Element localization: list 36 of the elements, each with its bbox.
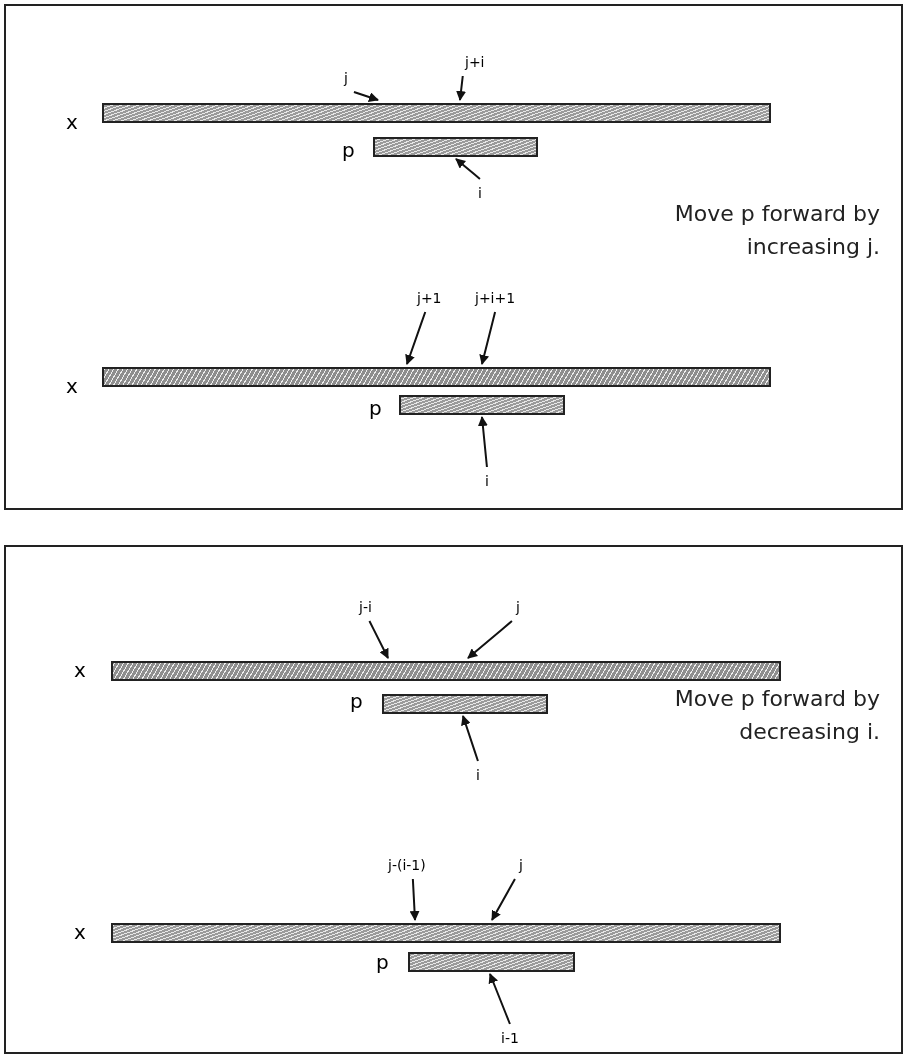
leader-arrow <box>488 973 511 1025</box>
leader-arrow <box>461 715 479 762</box>
leader-arrow <box>456 75 466 101</box>
leader-arrow <box>479 311 497 365</box>
leader-arrow <box>467 620 513 659</box>
pointer-label: j-i <box>358 599 373 615</box>
pointer-label: j <box>343 70 349 86</box>
leader-arrow <box>491 878 516 921</box>
pointer-label: j <box>515 599 521 615</box>
panel-frame <box>4 4 903 510</box>
pointer-label: j+i <box>464 54 486 70</box>
leader-arrow <box>477 416 488 468</box>
pointer-label: i-1 <box>500 1030 520 1046</box>
array-name: x <box>66 376 78 396</box>
array-name: p <box>342 140 355 160</box>
leader-arrow <box>409 878 420 921</box>
array-name: p <box>350 691 363 711</box>
leader-arrow <box>455 158 481 180</box>
pointer-label: i <box>477 185 483 201</box>
array-name: p <box>376 952 389 972</box>
array-name: x <box>66 112 78 132</box>
leader-arrow <box>405 311 427 365</box>
leader-arrow <box>368 620 389 659</box>
array-name: x <box>74 922 86 942</box>
panel-frame <box>4 545 903 1054</box>
note-text: Move p forward by increasing j. <box>673 200 880 261</box>
array-name: p <box>369 398 382 418</box>
array-name: x <box>74 660 86 680</box>
pointer-label: i <box>475 767 481 783</box>
pointer-label: j+1 <box>416 290 443 306</box>
note-text: Move p forward by decreasing i. <box>673 685 880 746</box>
pointer-label: j+i+1 <box>474 290 517 306</box>
leader-arrow <box>352 91 379 102</box>
pointer-label: j-(i-1) <box>387 857 427 873</box>
pointer-label: j <box>518 857 524 873</box>
pointer-label: i <box>484 473 490 489</box>
